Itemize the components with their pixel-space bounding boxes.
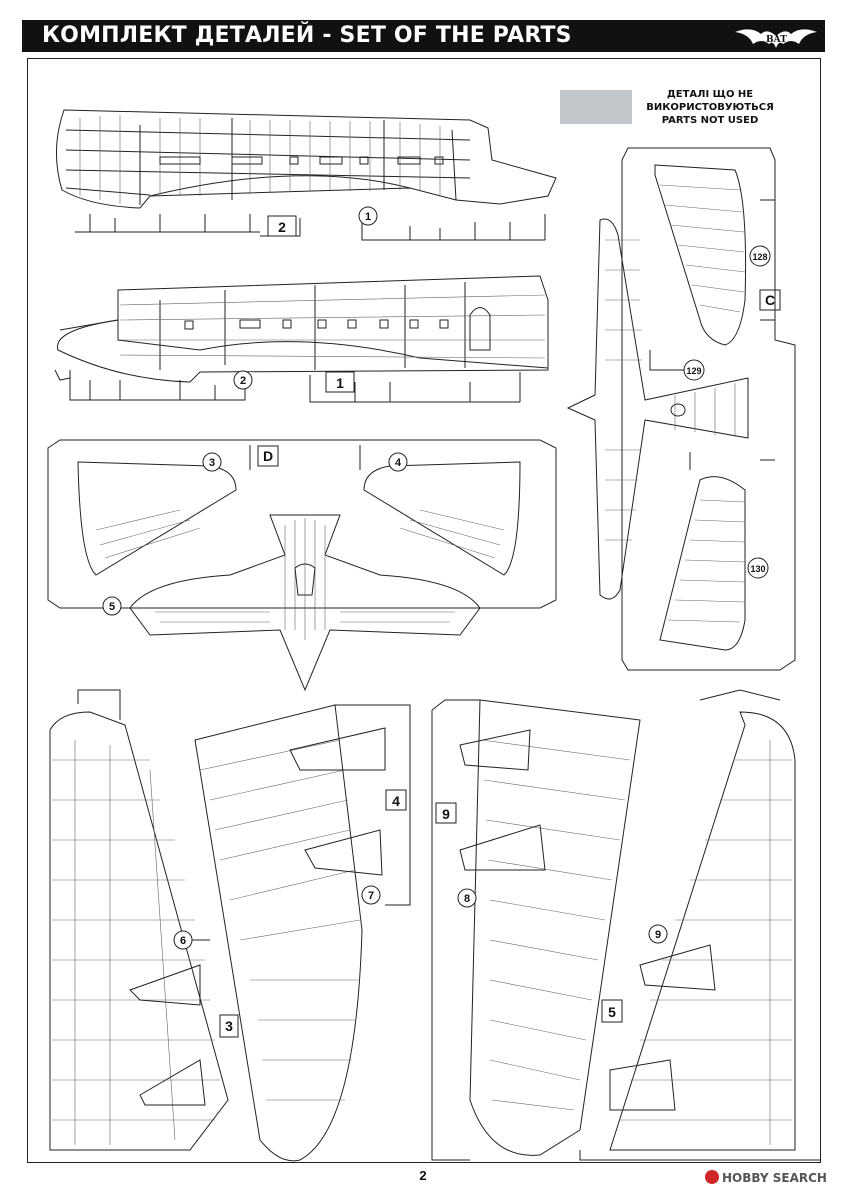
boxed-label-4: 4 [392,793,400,809]
sprue-label-c: C [765,292,775,308]
boxed-label-2: 2 [278,219,286,235]
page-header: КОМПЛЕКТ ДЕТАЛЕЙ - SET OF THE PARTS BAT [22,20,825,52]
wing-panel-2 [194,704,411,1162]
callout-3: 3 [209,457,215,469]
callout-6: 6 [180,935,186,947]
hobby-search-logo-icon [705,1170,719,1184]
bat-logo-icon: BAT [735,29,817,48]
legend-line-1: ДЕТАЛІ ЩО НЕ [666,89,754,100]
fuselage-left-half [56,109,557,241]
sprue-label-d: D [263,448,273,464]
callout-4: 4 [395,457,402,469]
wing-panel-1 [49,689,239,1151]
callout-7: 7 [368,890,374,902]
sprue-d [47,439,557,692]
callout-130: 130 [750,564,765,574]
parts-frame [27,58,821,1163]
page-title: КОМПЛЕКТ ДЕТАЛЕЙ - SET OF THE PARTS [42,23,572,48]
unused-parts-swatch [560,90,632,124]
legend-line-2: ВИКОРИСТОВУЮТЬСЯ [646,102,774,113]
watermark-text: HOBBY SEARCH [722,1171,827,1185]
callout-1: 1 [365,211,371,223]
svg-text:BAT: BAT [766,35,787,45]
callout-2: 2 [240,375,246,387]
watermark: HOBBY SEARCH [705,1170,827,1188]
boxed-label-5: 5 [608,1004,616,1020]
page-number: 2 [419,1168,427,1183]
wing-panel-4 [579,689,820,1161]
sprue-c [566,147,796,671]
callout-5: 5 [109,601,115,613]
unused-parts-legend: ДЕТАЛІ ЩО НЕ ВИКОРИСТОВУЮТЬСЯ PARTS NOT … [640,88,780,127]
wing-panel-3 [431,699,641,1161]
fuselage-right-half [54,275,549,403]
callout-9: 9 [655,929,661,941]
legend-line-3: PARTS NOT USED [661,115,759,126]
boxed-label-3: 3 [225,1018,233,1034]
boxed-label-9: 9 [442,806,450,822]
callout-128: 128 [752,252,767,262]
callout-8: 8 [464,893,470,905]
boxed-label-1: 1 [336,375,344,391]
callout-129: 129 [686,366,701,376]
